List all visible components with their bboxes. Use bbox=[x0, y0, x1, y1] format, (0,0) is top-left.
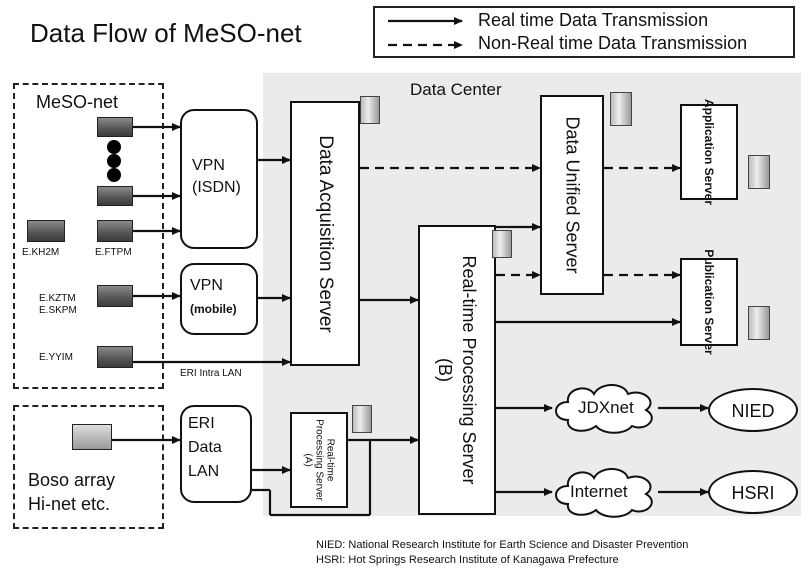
server-icon bbox=[352, 405, 372, 433]
ellipsis-dot bbox=[107, 140, 121, 154]
server-icon bbox=[610, 92, 632, 126]
eri-data-lan-line3: LAN bbox=[188, 463, 220, 480]
station-kztm-device bbox=[97, 285, 133, 307]
ellipsis-dot bbox=[107, 154, 121, 168]
boso-group bbox=[13, 405, 164, 529]
station-device bbox=[97, 117, 133, 137]
vpn-isdn-line1: VPN bbox=[192, 157, 225, 174]
station-yyim-label: E.YYIM bbox=[39, 352, 73, 363]
nied-label: NIED bbox=[731, 401, 775, 421]
eri-data-lan-line1: ERI bbox=[188, 415, 215, 432]
server-icon bbox=[748, 306, 770, 340]
server-icon bbox=[492, 230, 512, 258]
station-ftpm-label: E.FTPM bbox=[95, 247, 132, 258]
data-center-label: Data Center bbox=[410, 80, 502, 99]
legend-nonrealtime-label: Non-Real time Data Transmission bbox=[478, 33, 748, 53]
jdxnet-cloud bbox=[555, 384, 653, 434]
jdxnet-label: JDXnet bbox=[578, 398, 634, 417]
vpn-mobile-line1: VPN bbox=[190, 277, 223, 294]
vpn-mobile-line2: (mobile) bbox=[190, 302, 237, 316]
data-unified-server: Data Unified Server bbox=[540, 95, 604, 295]
realtime-processing-server-b: Real-time Processing Server (B) bbox=[418, 225, 496, 515]
meso-net-group bbox=[13, 83, 164, 389]
server-icon bbox=[360, 96, 380, 124]
nied-node: NIED bbox=[708, 388, 798, 432]
publication-server: Publication Server bbox=[680, 249, 738, 355]
application-server: Application Server bbox=[680, 99, 738, 205]
diagram-title: Data Flow of MeSO-net bbox=[30, 18, 302, 48]
eri-data-lan-node: ERI Data LAN bbox=[180, 405, 252, 503]
legend-realtime-label: Real time Data Transmission bbox=[478, 10, 709, 30]
station-kh2m-device bbox=[27, 220, 65, 242]
footnote-nied: NIED: National Research Institute for Ea… bbox=[316, 539, 689, 551]
ellipsis-dot bbox=[107, 168, 121, 182]
eri-intra-lan-label: ERI Intra LAN bbox=[180, 368, 242, 379]
hsri-label: HSRI bbox=[731, 483, 775, 503]
internet-label: Internet bbox=[570, 482, 628, 501]
station-kztm-label: E.KZTM bbox=[39, 293, 76, 304]
footnote-hsri: HSRI: Hot Springs Research Institute of … bbox=[316, 554, 619, 566]
server-icon bbox=[748, 155, 770, 189]
legend bbox=[373, 6, 795, 58]
station-yyim-device bbox=[97, 346, 133, 368]
station-ftpm-device bbox=[97, 220, 133, 242]
vpn-mobile-node: VPN (mobile) bbox=[180, 263, 258, 335]
data-acquisition-server: Data Acquisition Server bbox=[290, 101, 360, 366]
meso-net-label: MeSO-net bbox=[36, 92, 119, 112]
hsri-node: HSRI bbox=[708, 470, 798, 514]
station-device bbox=[97, 186, 133, 206]
vpn-isdn-line2: (ISDN) bbox=[192, 179, 241, 196]
vpn-isdn-node: VPN (ISDN) bbox=[180, 109, 258, 249]
boso-label-line1: Boso array bbox=[28, 470, 116, 490]
realtime-processing-server-a: Real-time Processing Server (A) bbox=[290, 412, 348, 508]
boso-label-line2: Hi-net etc. bbox=[28, 494, 111, 514]
station-kh2m-label: E.KH2M bbox=[22, 247, 60, 258]
eri-data-lan-line2: Data bbox=[188, 439, 222, 456]
boso-device bbox=[72, 424, 112, 450]
internet-cloud bbox=[555, 468, 653, 518]
station-skpm-label: E.SKPM bbox=[39, 305, 77, 316]
